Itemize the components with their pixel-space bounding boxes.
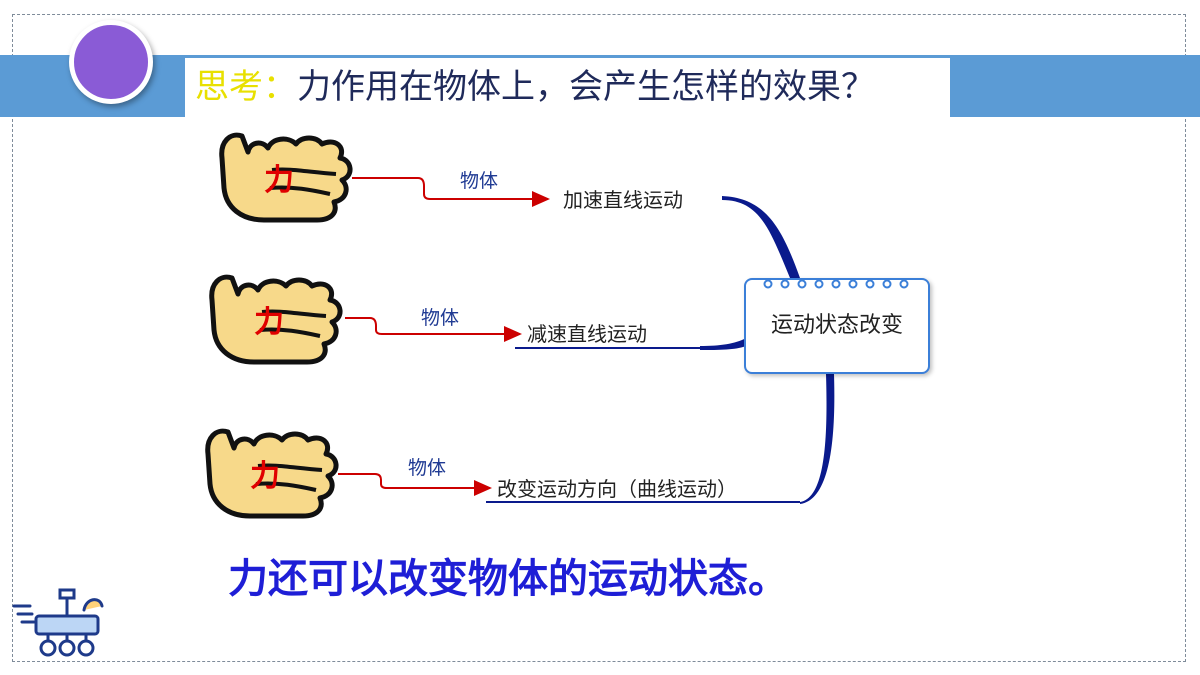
force-label-3: 力 [250,459,280,494]
rover-icon [12,588,104,657]
object-label-3: 物体 [408,457,447,479]
purple-circle-icon [69,20,153,104]
result-label-2: 减速直线运动 [527,322,647,346]
title-prefix: 思考： [195,67,297,107]
conclusion-text: 力还可以改变物体的运动状态。 [228,556,788,602]
title-plate [185,58,950,118]
connector-1 [722,196,800,278]
result-label-1: 加速直线运动 [563,188,683,212]
page-title: 思考：力作用在物体上，会产生怎样的效果？ [195,64,875,110]
fist-icon: 力 [219,132,353,223]
force-arrow-1 [352,177,550,207]
notebook-rings-icon [763,280,909,289]
fist-icon: 力 [205,428,339,519]
object-label-1: 物体 [460,170,499,192]
force-label-1: 力 [264,163,294,198]
object-label-2: 物体 [421,307,460,329]
force-arrow-2 [345,317,522,342]
fist-icon: 力 [209,274,343,365]
connector-3 [800,374,835,504]
force-arrow-3 [338,473,492,496]
force-label-2: 力 [254,305,284,340]
center-node: 运动状态改变 [744,278,930,374]
title-question: 力作用在物体上，会产生怎样的效果？ [297,67,875,107]
result-label-3: 改变运动方向（曲线运动） [497,477,737,501]
slide-frame [12,14,1186,662]
connector-2 [700,338,746,350]
center-node-label: 运动状态改变 [770,313,903,338]
